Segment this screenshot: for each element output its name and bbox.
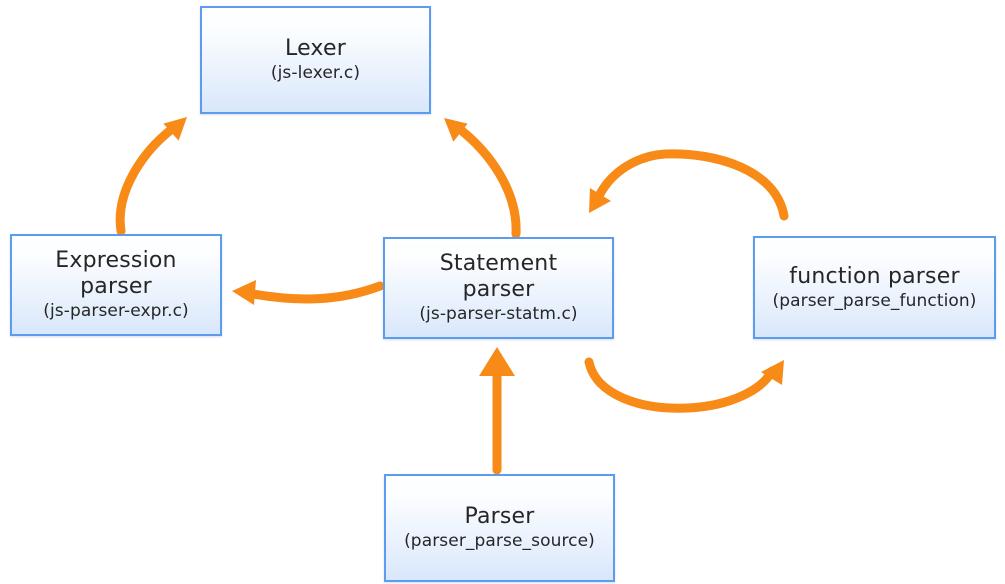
node-parser-title: Parser [464,504,535,529]
node-parser[interactable]: Parser (parser_parse_source) [384,474,615,582]
node-lexer-title: Lexer [285,36,346,61]
node-expression-parser[interactable]: Expression parser (js-parser-expr.c) [10,234,222,336]
node-function-parser-subtitle: (parser_parse_function) [772,290,977,311]
node-expression-parser-title: Expression parser [55,247,177,299]
node-parser-subtitle: (parser_parse_source) [404,531,595,551]
edge-function-parser-to-statement-parser [589,149,789,221]
node-statement-parser[interactable]: Statement parser (js-parser-statm.c) [383,237,614,339]
node-statement-parser-subtitle: (js-parser-statm.c) [419,303,578,324]
node-function-parser-title: function parser [789,263,960,289]
edge-statement-parser-to-lexer [444,118,521,239]
node-statement-parser-title: Statement parser [439,250,558,302]
node-function-parser[interactable]: function parser (parser_parse_function) [753,236,996,339]
edge-statement-parser-to-function-parser [584,357,784,413]
node-lexer[interactable]: Lexer (js-lexer.c) [200,6,431,114]
node-expression-parser-subtitle: (js-parser-expr.c) [43,300,189,321]
edge-parser-to-statement-parser [479,347,515,475]
edge-statement-parser-to-expression-parser [232,280,385,305]
edge-expression-parser-to-lexer [115,117,187,236]
node-lexer-subtitle: (js-lexer.c) [270,63,361,83]
